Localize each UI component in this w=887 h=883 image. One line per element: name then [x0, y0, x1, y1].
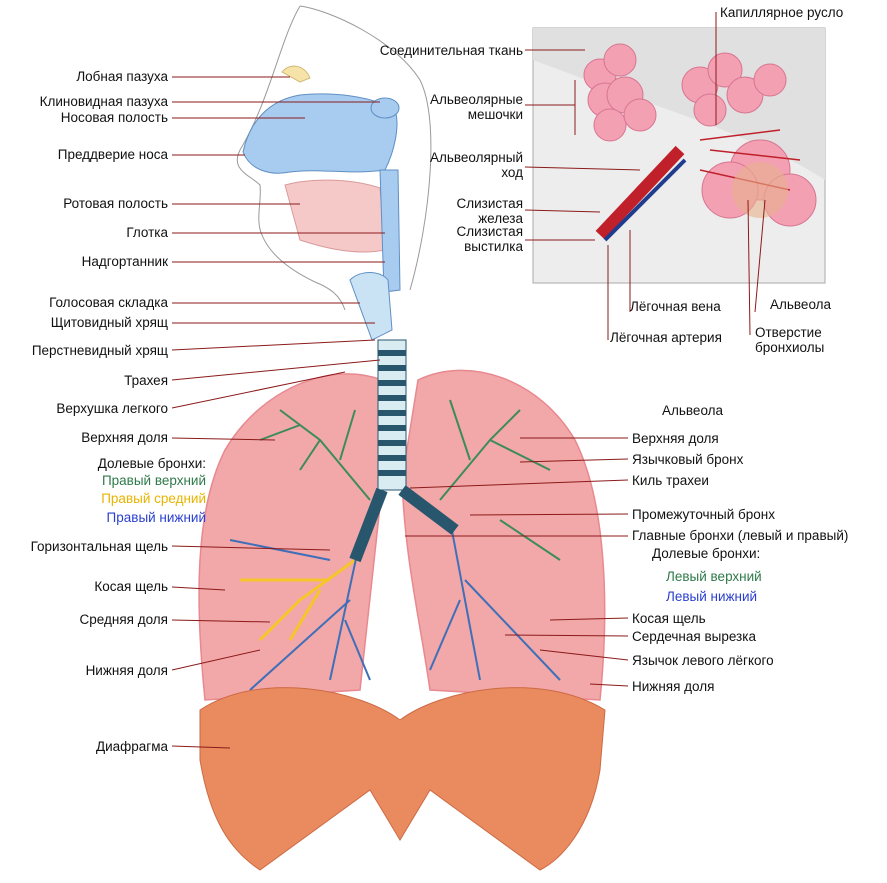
head-outline: [237, 5, 432, 311]
label-oral-cavity: Ротовая полость: [63, 196, 168, 211]
label-cardiac-notch: Сердечная вырезка: [632, 629, 756, 644]
right-lung: [198, 373, 386, 701]
label-alveolar-sacs: Альвеолярные мешочки: [429, 92, 523, 122]
label-sphenoid-sinus: Клиновидная пазуха: [39, 94, 168, 109]
larynx: [349, 272, 393, 341]
trachea: [349, 339, 459, 563]
label-oblique-fissure-right: Косая щель: [94, 579, 168, 594]
label-capillary-bed: Капиллярное русло: [720, 5, 844, 20]
label-oblique-fissure-left: Косая щель: [632, 611, 706, 626]
label-alveolar-duct: Альвеолярный ход: [429, 150, 523, 180]
alveoli-inset: [532, 27, 826, 284]
label-right-upper-bronchus: Правый верхний: [101, 473, 206, 488]
label-epiglottis: Надгортанник: [81, 254, 168, 269]
label-frontal-sinus: Лобная пазуха: [76, 69, 168, 84]
label-cricoid-cartilage: Перстневидный хрящ: [31, 343, 168, 358]
bronchi-left-upper: [439, 399, 561, 561]
label-pulmonary-artery: Лёгочная артерия: [610, 330, 722, 345]
label-inset-alveolus: Альвеола: [770, 297, 832, 312]
label-alveolus-main: Альвеола: [662, 403, 724, 418]
label-lingular-bronchus: Язычковый бронх: [632, 452, 744, 467]
label-main-bronchi: Главные бронхи (левый и правый): [632, 528, 849, 543]
label-lower-lobe-right: Нижняя доля: [85, 663, 168, 678]
label-nasal-vestibule: Преддверие носа: [57, 147, 168, 162]
label-carina: Киль трахеи: [632, 473, 709, 488]
oral-cavity: [284, 179, 386, 253]
label-lobar-bronchi-left: Долевые бронхи:: [652, 546, 761, 561]
label-pharynx: Глотка: [126, 225, 168, 240]
label-right-lower-bronchus: Правый нижний: [106, 510, 206, 525]
pharynx: [379, 169, 401, 293]
bronchi-left-lower: [429, 519, 561, 681]
label-lingula: Язычок левого лёгкого: [632, 653, 774, 668]
label-thyroid-cartilage: Щитовидный хрящ: [50, 315, 168, 330]
label-mucous-gland: Слизистая железа: [456, 196, 524, 226]
label-middle-lobe: Средняя доля: [79, 612, 168, 627]
label-diaphragm: Диафрагма: [95, 739, 168, 754]
label-trachea: Трахея: [124, 373, 168, 388]
sphenoid-sinus: [370, 97, 400, 119]
label-lung-apex: Верхушка легкого: [56, 401, 168, 416]
bronchi-right-middle: [240, 558, 356, 642]
label-mucous-lining: Слизистая выстилка: [456, 224, 524, 254]
nasal-cavity: [242, 93, 398, 174]
label-left-upper-bronchus: Левый верхний: [666, 569, 762, 584]
frontal-sinus: [281, 65, 311, 83]
label-horizontal-fissure: Горизонтальная щель: [30, 539, 168, 554]
label-pulmonary-vein: Лёгочная вена: [630, 299, 721, 314]
diaphragm: [199, 687, 606, 871]
bronchi-right-lower: [229, 539, 371, 691]
leader-lines: [171, 12, 766, 749]
label-vocal-fold: Голосовая складка: [49, 295, 168, 310]
label-left-lower-bronchus: Левый нижний: [666, 589, 758, 604]
label-upper-lobe-left: Верхняя доля: [632, 431, 719, 446]
label-nasal-cavity: Носовая полость: [60, 110, 168, 125]
label-connective-tissue: Соединительная ткань: [379, 43, 523, 58]
label-lobar-bronchi-right: Долевые бронхи:: [97, 456, 206, 471]
label-right-middle-bronchus: Правый средний: [101, 491, 206, 506]
label-intermediate-bronchus: Промежуточный бронх: [632, 507, 775, 522]
bronchi-right-upper: [259, 409, 371, 501]
left-lung: [401, 369, 606, 701]
label-bronchiole-opening: Отверстие бронхиолы: [755, 325, 825, 355]
label-upper-lobe-right: Верхняя доля: [81, 430, 168, 445]
label-lower-lobe-left: Нижняя доля: [632, 679, 715, 694]
